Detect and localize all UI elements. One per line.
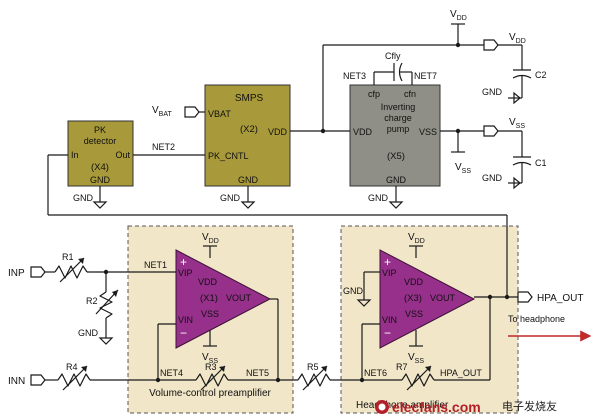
pump-label-line1: Inverting — [381, 102, 416, 112]
svg-text:elecfans.com: elecfans.com — [392, 399, 481, 415]
amp1-vin: VIN — [178, 315, 193, 325]
watermark-logo: elecfans.com 电子发烧友 — [375, 399, 557, 415]
inn-port — [30, 374, 46, 386]
amp2-triangle — [379, 249, 476, 349]
vbat-label: VBAT — [152, 105, 172, 118]
pump-pin-vss: VSS — [419, 127, 437, 137]
pk-pin-in: In — [71, 150, 79, 160]
r1-resistor — [54, 265, 88, 279]
pump-label-line2: charge — [384, 113, 412, 123]
r3-label: R3 — [205, 362, 217, 372]
c2-gnd-label: GND — [482, 87, 503, 97]
amp1-vout: VOUT — [226, 293, 252, 303]
amp2-gnd-label: GND — [343, 286, 364, 296]
amp2-id: (X3) — [404, 293, 422, 304]
net3-label: NET3 — [343, 71, 366, 81]
c1-gnd-label: GND — [482, 173, 503, 183]
vss-port-label: VSS — [509, 117, 525, 130]
amp2-vss: VSS — [405, 309, 423, 319]
smps-title: SMPS — [235, 93, 264, 104]
pump-pin-vdd: VDD — [353, 127, 373, 137]
inn-label: INN — [8, 376, 25, 387]
to-headphone-label: To headphone — [508, 314, 565, 324]
r5-resistor — [297, 373, 331, 387]
r1-label: R1 — [62, 252, 74, 262]
pk-detector-block — [67, 120, 134, 187]
net1-label: NET1 — [144, 260, 167, 270]
hpa-out-port — [517, 291, 533, 303]
pump-label-line3: pump — [387, 124, 410, 134]
vbat-port — [184, 106, 200, 118]
pump-id: (X5) — [387, 151, 405, 162]
r7-resistor — [401, 373, 435, 387]
cfly-label: Cfly — [385, 51, 401, 61]
vss-port — [483, 125, 499, 137]
smps-pin-vbat: VBAT — [208, 109, 231, 119]
r2-gnd-label: GND — [78, 328, 99, 338]
amp1-id: (X1) — [200, 293, 218, 304]
svg-text:电子发烧友: 电子发烧友 — [502, 399, 557, 413]
r5-label: R5 — [307, 362, 319, 372]
vss-pump-label: VSS — [455, 162, 471, 175]
amp1-vss-rail: VSS — [202, 352, 218, 365]
hpa-out-port-label: HPA_OUT — [537, 293, 584, 304]
pk-pin-out: Out — [115, 150, 130, 160]
smps-pin-pk: PK_CNTL — [208, 151, 249, 161]
amp1-vip: VIP — [178, 268, 193, 278]
vdd-port-label: VDD — [509, 32, 526, 45]
c1-label: C1 — [535, 158, 547, 168]
net6-label: NET6 — [364, 368, 387, 378]
pump-gnd-pin: GND — [386, 175, 407, 185]
c2-label: C2 — [535, 70, 547, 80]
net5-label: NET5 — [246, 368, 269, 378]
smps-pin-vdd: VDD — [268, 127, 288, 137]
smps-id: (X2) — [240, 124, 258, 135]
hpa-out-net-label: HPA_OUT — [440, 368, 482, 378]
amp1-plus: + — [180, 255, 187, 269]
amp1-vss: VSS — [201, 309, 219, 319]
amp2-vdd-rail: VDD — [408, 232, 425, 245]
amp1-triangle — [175, 249, 272, 349]
pump-pin-cfp: cfp — [368, 89, 380, 99]
amp2-vdd: VDD — [404, 277, 424, 287]
pk-gnd-pin: GND — [90, 175, 111, 185]
inp-label: INP — [8, 268, 25, 279]
smps-block — [204, 84, 291, 187]
pk-label-line1: PK — [94, 125, 106, 135]
pump-pin-cfn: cfn — [404, 89, 416, 99]
pk-id: (X4) — [91, 162, 109, 173]
amp2-vout: VOUT — [430, 293, 456, 303]
r2-label: R2 — [86, 296, 98, 306]
r4-resistor — [57, 373, 91, 387]
amp2-vin: VIN — [382, 315, 397, 325]
pump-gnd-label: GND — [368, 193, 389, 203]
amp2-vss-rail: VSS — [408, 352, 424, 365]
r3-resistor — [195, 373, 229, 387]
r2-resistor — [99, 291, 113, 319]
net2-label: NET2 — [152, 142, 175, 152]
net7-label: NET7 — [414, 71, 437, 81]
vdd-port — [483, 39, 499, 51]
amp1-caption: Volume-control preamplifier — [149, 388, 271, 399]
charge-pump-block — [349, 84, 441, 187]
amp2-caption: Headphone amplifier — [356, 400, 449, 411]
pk-gnd-label: GND — [73, 193, 94, 203]
amp1-minus: − — [180, 326, 187, 340]
r4-label: R4 — [66, 362, 78, 372]
amp2-plus: + — [384, 255, 391, 269]
pk-label-line2: detector — [84, 136, 117, 146]
amp1-vdd: VDD — [198, 277, 218, 287]
amp2-minus: − — [384, 326, 391, 340]
amp2-vip: VIP — [382, 268, 397, 278]
smps-gnd-label: GND — [220, 193, 241, 203]
amp1-vdd-rail: VDD — [202, 232, 219, 245]
inp-port — [30, 266, 46, 278]
net4-label: NET4 — [160, 368, 183, 378]
smps-gnd-pin: GND — [238, 175, 259, 185]
vdd-top-label: VDD — [450, 9, 467, 22]
r7-label: R7 — [396, 362, 408, 372]
